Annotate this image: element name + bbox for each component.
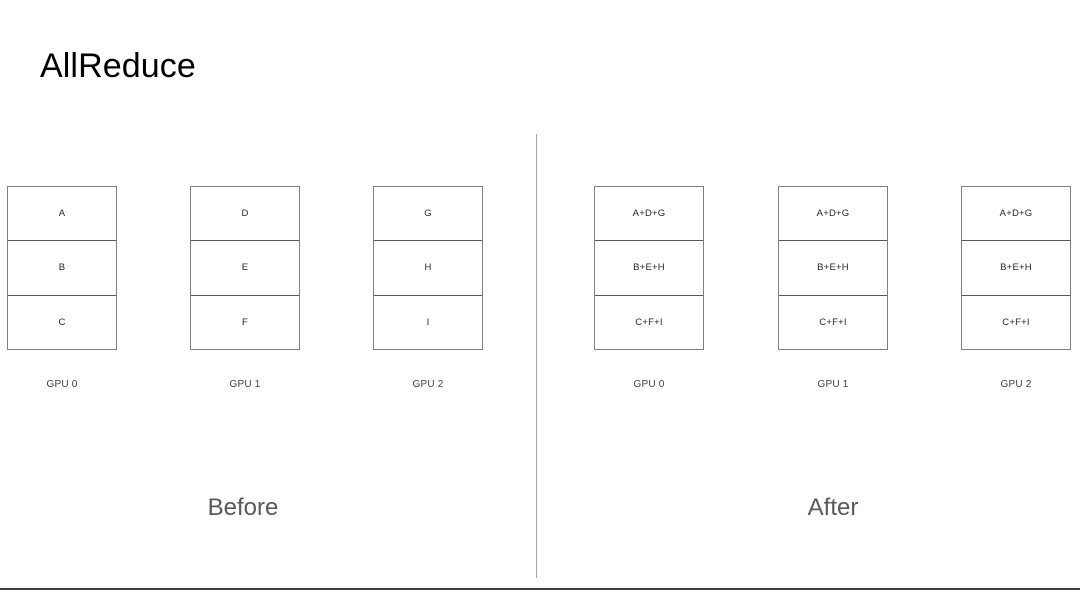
memory-box: G H I <box>373 186 483 350</box>
memory-cell: C+F+I <box>819 316 847 328</box>
memory-cell: C+F+I <box>635 316 663 328</box>
gpu-stack-before-1: D E F GPU 1 <box>190 186 300 390</box>
gpu-stack-before-0: A B C GPU 0 <box>7 186 117 390</box>
gpu-label: GPU 1 <box>229 379 261 390</box>
memory-box: A+D+G B+E+H C+F+I <box>594 186 704 350</box>
memory-cell: H <box>374 241 482 296</box>
section-divider <box>536 134 537 578</box>
gpu-stack-after-1: A+D+G B+E+H C+F+I GPU 1 <box>778 186 888 390</box>
gpu-label: GPU 0 <box>633 379 665 390</box>
memory-cell: B+E+H <box>595 241 703 296</box>
memory-cell: A <box>8 187 116 242</box>
memory-cell: F <box>241 316 248 328</box>
memory-cell: I <box>426 316 430 328</box>
gpu-label: GPU 0 <box>46 379 78 390</box>
gpu-stack-after-2: A+D+G B+E+H C+F+I GPU 2 <box>961 186 1071 390</box>
gpu-label: GPU 2 <box>1000 379 1032 390</box>
after-caption: After <box>807 494 859 521</box>
gpu-label: GPU 2 <box>412 379 444 390</box>
page-title: AllReduce <box>40 47 196 85</box>
memory-cell: A+D+G <box>595 187 703 242</box>
memory-cell: B+E+H <box>779 241 887 296</box>
memory-box: A+D+G B+E+H C+F+I <box>961 186 1071 350</box>
gpu-stack-before-2: G H I GPU 2 <box>373 186 483 390</box>
gpu-label: GPU 1 <box>817 379 849 390</box>
memory-box: D E F <box>190 186 300 350</box>
footer-rule <box>0 588 1080 590</box>
memory-box: A+D+G B+E+H C+F+I <box>778 186 888 350</box>
memory-cell: G <box>374 187 482 242</box>
memory-cell: A+D+G <box>962 187 1070 242</box>
memory-cell: C+F+I <box>1002 316 1030 328</box>
memory-cell: A+D+G <box>779 187 887 242</box>
memory-cell: E <box>191 241 299 296</box>
memory-cell: C <box>58 316 66 328</box>
before-caption: Before <box>207 494 279 521</box>
memory-cell: B <box>8 241 116 296</box>
gpu-stack-after-0: A+D+G B+E+H C+F+I GPU 0 <box>594 186 704 390</box>
memory-box: A B C <box>7 186 117 350</box>
memory-cell: B+E+H <box>962 241 1070 296</box>
memory-cell: D <box>191 187 299 242</box>
